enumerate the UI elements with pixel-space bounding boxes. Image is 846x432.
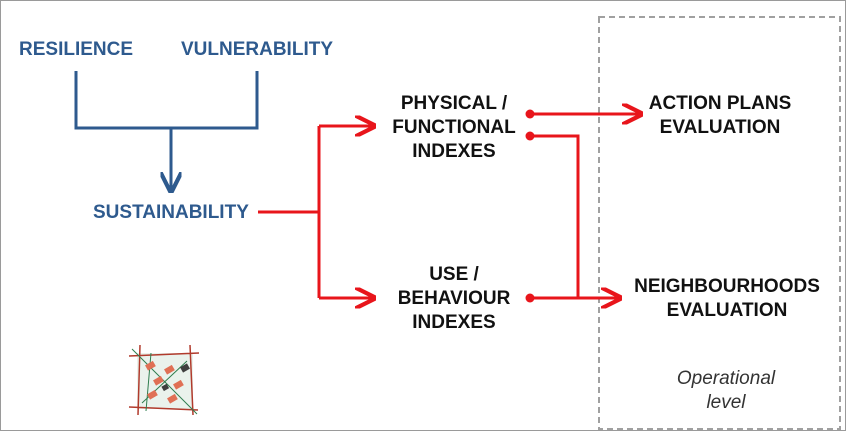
vulnerability-label: VULNERABILITY (181, 39, 333, 60)
operational-level-box (598, 16, 841, 430)
connector-dot (525, 293, 535, 303)
neighbourhoods-line-1: NEIGHBOURHOODS (634, 276, 820, 297)
neighbourhoods-evaluation-node: NEIGHBOURHOODS EVALUATION (622, 275, 832, 323)
operational-line-1: Operational (676, 368, 776, 389)
use-line-2: BEHAVIOUR (397, 288, 511, 309)
neighbourhood-sketch-icon (128, 344, 200, 416)
action-plans-line-2: EVALUATION (659, 117, 781, 138)
resilience-label: RESILIENCE (19, 39, 134, 60)
neighbourhoods-line-2: EVALUATION (666, 300, 788, 321)
operational-line-2: level (706, 392, 746, 413)
physical-line-2: FUNCTIONAL (392, 117, 516, 138)
use-line-1: USE / (429, 264, 479, 285)
action-plans-line-1: ACTION PLANS (648, 93, 792, 114)
sustainability-label: SUSTAINABILITY (93, 202, 249, 223)
operational-level-label: Operational level (661, 367, 791, 415)
use-behaviour-indexes-node: USE / BEHAVIOUR INDEXES (379, 263, 529, 335)
use-line-3: INDEXES (412, 312, 496, 333)
action-plans-evaluation-node: ACTION PLANS EVALUATION (635, 92, 805, 140)
physical-line-3: INDEXES (412, 141, 496, 162)
physical-functional-indexes-node: PHYSICAL / FUNCTIONAL INDEXES (379, 92, 529, 164)
connector-dot (525, 109, 535, 119)
connector-dot (525, 131, 535, 141)
physical-line-1: PHYSICAL / (400, 93, 508, 114)
merge-connector (74, 71, 259, 189)
physical-to-neighbourhoods-arrow (530, 134, 618, 298)
